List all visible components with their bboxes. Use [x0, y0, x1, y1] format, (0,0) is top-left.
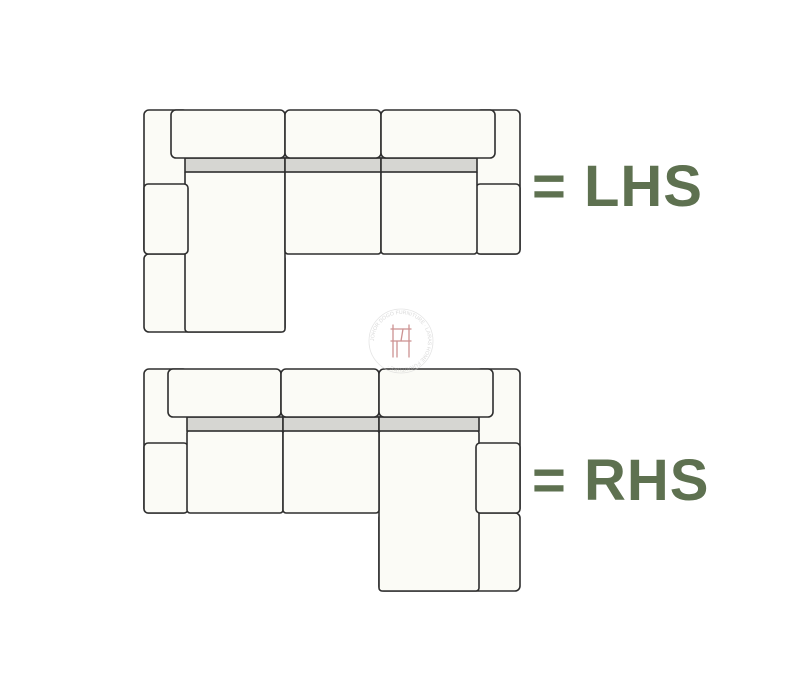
rhs-chaise-seat [378, 429, 480, 592]
lhs-left-arm-cushion [143, 183, 189, 255]
rhs-back-cushion-1 [167, 368, 282, 418]
lhs-back-cushion-3 [380, 109, 496, 159]
rhs-seat-strip-2 [282, 416, 380, 432]
rhs-back-cushion-3 [378, 368, 494, 418]
rhs-seat-strip-3 [378, 416, 480, 432]
rhs-left-arm-cushion [143, 442, 189, 514]
rhs-back-cushion-2 [280, 368, 380, 418]
rhs-seat-left [186, 429, 284, 514]
watermark-chair-seal: JOHOR DOGO FURNITURE · LARAS HOME FURNIT… [368, 308, 434, 374]
rhs-seat-middle [282, 429, 380, 514]
rhs-label: = RHS [532, 448, 710, 513]
rhs-seat-strip-1 [186, 416, 284, 432]
rhs-right-arm-cushion [475, 442, 521, 514]
lhs-label: = LHS [532, 154, 703, 219]
